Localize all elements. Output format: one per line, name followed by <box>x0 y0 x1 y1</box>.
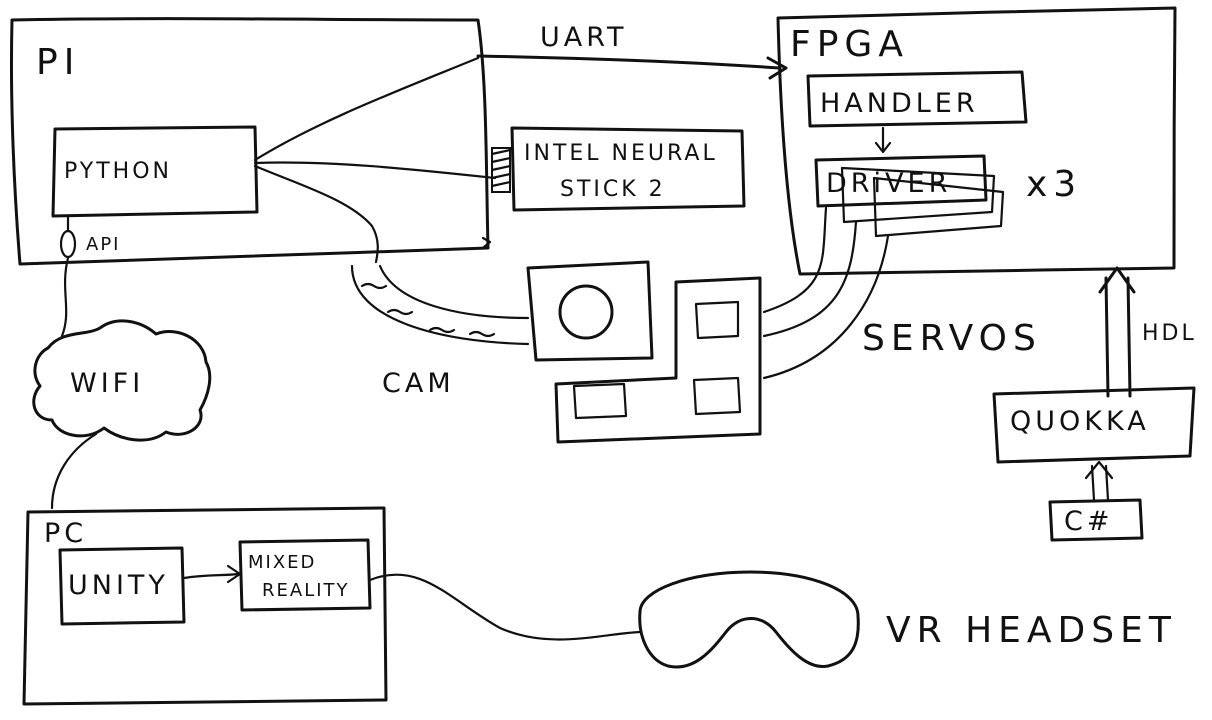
neural-stick-line1: INTEL NEURAL <box>524 141 718 166</box>
servo-slot-2 <box>692 376 742 416</box>
driver-stack-3 <box>872 176 1005 238</box>
python-to-stick-wire-2 <box>253 164 379 264</box>
camera-lens-icon <box>558 284 614 340</box>
camera-servo-assembly <box>526 260 762 444</box>
mixed-reality-line2: REALITY <box>262 580 350 601</box>
uart-arrow <box>476 54 782 70</box>
pi-connector-mark <box>481 236 492 249</box>
hdl-label: HDL <box>1142 321 1197 346</box>
pc-title: PC <box>44 518 87 549</box>
vr-headset-icon <box>638 570 860 669</box>
uart-label: UART <box>540 22 628 53</box>
uart-arrowhead <box>766 56 788 80</box>
handler-label: HANDLER <box>820 88 979 119</box>
vr-headset-label: VR HEADSET <box>886 610 1177 651</box>
wifi-to-pc-wire <box>50 432 98 510</box>
neural-stick-line2: STICK 2 <box>560 177 666 202</box>
mixed-reality-box <box>238 538 372 612</box>
unity-box <box>58 546 186 626</box>
servo-slot-1 <box>694 300 740 340</box>
neural-stick-box <box>510 126 746 212</box>
servo-wire-3 <box>762 234 890 380</box>
handler-box <box>806 70 1028 128</box>
wifi-label: WIFI <box>70 368 144 399</box>
python-label: PYTHON <box>64 159 172 184</box>
unity-to-mr-arrow <box>182 572 240 580</box>
unity-label: UNITY <box>68 570 169 601</box>
fpga-box <box>776 6 1177 276</box>
quokka-box <box>992 386 1196 464</box>
cam-label: CAM <box>382 368 455 399</box>
fpga-block: FPGA HANDLER DRiVER x3 <box>776 6 1177 276</box>
pc-block: PC UNITY MIXED REALITY <box>22 506 388 706</box>
neural-stick-block: INTEL NEURAL STICK 2 <box>491 126 746 212</box>
usb-connector-icon <box>491 147 511 193</box>
python-to-stick-wire-1 <box>253 161 497 180</box>
driver-label: DRiVER <box>826 168 951 199</box>
hdl-arrowhead <box>1098 266 1136 294</box>
driver-box <box>814 154 988 208</box>
camera-module <box>526 260 654 362</box>
mr-to-headset-cable <box>368 573 642 641</box>
fpga-title: FPGA <box>790 24 909 65</box>
hdl-arrow-shaft-right <box>1126 276 1132 398</box>
servos-label: SERVOS <box>862 318 1042 359</box>
api-port-icon <box>59 229 77 259</box>
hdl-arrow-shaft-left <box>1104 276 1110 398</box>
api-to-wifi-wire <box>60 256 70 338</box>
quokka-label: QUOKKA <box>1010 406 1150 437</box>
api-label: API <box>86 234 120 255</box>
handler-to-driver-arrowhead <box>874 141 892 154</box>
python-box <box>51 125 259 218</box>
wifi-cloud-icon <box>32 319 212 442</box>
servo-wire-1 <box>762 206 828 314</box>
pi-block: PI PYTHON API <box>9 17 492 266</box>
pc-box <box>22 506 388 706</box>
python-to-uart-wire <box>253 56 480 162</box>
csharp-label: C# <box>1064 506 1113 537</box>
csharp-box <box>1048 498 1144 542</box>
servo-slot-3 <box>572 382 628 420</box>
pi-box <box>9 17 490 266</box>
camera-cable <box>350 264 530 346</box>
servo-wire-2 <box>762 220 858 338</box>
driver-multiplier: x3 <box>1026 164 1082 205</box>
servo-bracket <box>554 276 762 444</box>
mixed-reality-line1: MIXED <box>248 552 316 573</box>
pi-title: PI <box>36 42 80 83</box>
csharp-arrowhead <box>1084 460 1114 480</box>
